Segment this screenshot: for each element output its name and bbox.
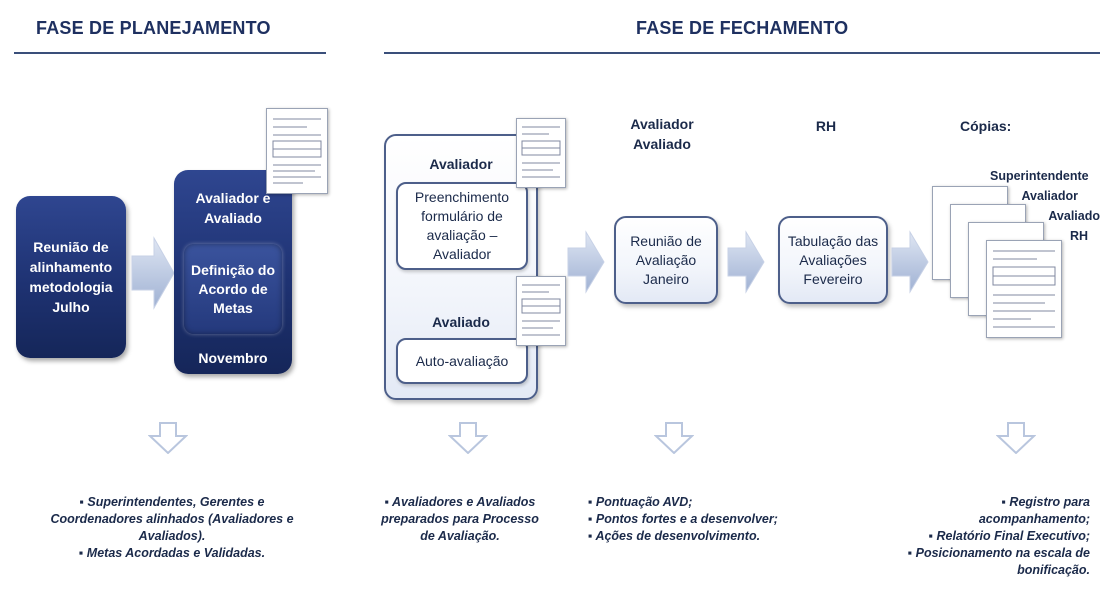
document-icon [516,118,566,188]
tabulation-box: Tabulação das Avaliações Fevereiro [778,216,888,304]
copies-title: Cópias: [960,118,1012,134]
copy-recipient: Superintendente [990,169,1089,183]
arrow-right-icon [727,230,765,294]
document-icon [266,108,328,194]
planning-notes: ▪ Superintendentes, Gerentes e Coordenad… [22,494,322,562]
closing-phase-title: FASE DE FECHAMENTO [636,18,849,38]
copies-notes: ▪ Registro para acompanhamento; ▪ Relató… [860,494,1090,579]
document-icon [986,240,1062,338]
note-line: ▪ Superintendentes, Gerentes e [79,495,265,509]
planning-phase-title: FASE DE PLANEJAMENTO [36,18,271,38]
note-line: ▪ Avaliadores e Avaliados [384,495,536,509]
meeting-participants-1: Avaliador [630,116,694,132]
planning-divider [14,52,326,54]
self-evaluation-panel: Avaliador Preenchimento formulário de av… [384,134,538,400]
hr-title: RH [815,118,837,134]
note-line: ▪ Pontuação AVD; [588,495,693,509]
note-line: Coordenadores alinhados (Avaliadores e [50,512,294,526]
note-line: de Avaliação. [420,529,500,543]
goals-definition-label: Definição do Acordo de Metas [190,261,275,316]
arrow-down-icon [448,422,488,454]
note-line: ▪ Metas Acordadas e Validadas. [78,546,266,560]
arrow-down-icon [654,422,694,454]
closing-divider [384,52,1100,54]
arrow-right-icon [567,230,605,294]
document-icon [516,276,566,346]
evaluator-label: Avaliador [429,156,493,172]
copies-recipients: Superintendente Avaliador Avaliado RH [990,166,1100,246]
evaluator-form-label: Preenchimento formulário de avaliação – … [414,189,510,262]
arrow-down-icon [996,422,1036,454]
arrow-right-icon [891,230,929,294]
tabulation-label: Tabulação das Avaliações Fevereiro [787,232,879,287]
goals-definition-box: Definição do Acordo de Metas [184,244,282,334]
note-line: ▪ Pontos fortes e a desenvolver; [588,512,778,526]
meeting-notes: ▪ Pontuação AVD; ▪ Pontos fortes e a des… [588,494,828,545]
arrow-down-icon [148,422,188,454]
copy-recipient: RH [1069,229,1088,243]
evaluated-label: Avaliado [432,314,490,330]
evaluator-notes: ▪ Avaliadores e Avaliados preparados par… [360,494,560,545]
evaluator-form-box: Preenchimento formulário de avaliação – … [396,182,528,270]
note-line: bonificação. [1017,563,1090,577]
note-line: ▪ Registro para [1001,495,1090,509]
goals-box-participants: Avaliador e Avaliado [195,190,271,226]
note-line: ▪ Relatório Final Executivo; [928,529,1090,543]
self-evaluation-label: Auto-avaliação [415,352,509,369]
note-line: ▪ Ações de desenvolvimento. [588,529,761,543]
note-line: acompanhamento; [978,512,1090,526]
evaluation-meeting-box: Reunião de Avaliação Janeiro [614,216,718,304]
arrow-right-icon [131,236,175,310]
note-line: ▪ Posicionamento na escala de [907,546,1090,560]
alignment-meeting-label: Reunião de alinhamento metodologia Julho [29,239,113,315]
meeting-participants-2: Avaliado [633,136,691,152]
note-line: preparados para Processo [381,512,539,526]
note-line: Avaliados). [138,529,206,543]
copy-recipient: Avaliador [1021,189,1078,203]
evaluation-meeting-label: Reunião de Avaliação Janeiro [630,232,702,287]
copy-recipient: Avaliado [1048,209,1100,223]
goals-agreement-box: Avaliador e Avaliado Definição do Acordo… [174,170,292,374]
alignment-meeting-box: Reunião de alinhamento metodologia Julho [16,196,126,358]
goals-box-month: Novembro [198,350,268,366]
self-evaluation-box: Auto-avaliação [396,338,528,384]
